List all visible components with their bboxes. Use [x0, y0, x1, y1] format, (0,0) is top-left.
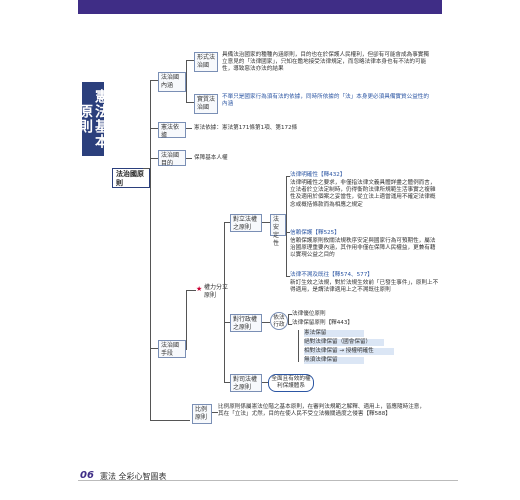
- formal-description: 具備法治國家的種種內涵原則，目的也在於保護人民權利，但卻有可能會成為事實獨立意見…: [222, 52, 429, 73]
- admin-sub-item-3: 無須法律保留: [304, 357, 364, 365]
- admin-item-0: 法律優位原則: [292, 311, 326, 317]
- trunk-line: [150, 80, 151, 420]
- basis-text: 憲法依據：憲法第171條第1項、第172條: [194, 125, 298, 131]
- node-separation-of-powers: 權力分立原則: [204, 284, 229, 299]
- branch-means: 法治國手段: [158, 340, 186, 358]
- footer-divider: [78, 480, 458, 481]
- node-proportionality: 比例原則: [192, 404, 212, 424]
- clarity-title: 法律明確性【釋432】: [290, 172, 346, 178]
- admin-sub-item-2: 相對法律保留 → 授權明確性: [304, 348, 394, 356]
- admin-item-1: 法律保留原則【釋443】: [292, 320, 354, 326]
- purpose-text: 保障基本人權: [194, 155, 228, 161]
- nonretro-title: 法律不溯及既往【釋574、577】: [290, 272, 373, 278]
- node-administrative-principles: 對行政權之原則: [230, 314, 262, 332]
- clarity-text: 法律明確性之要求，非僅指法律文義具體詳盡之體例而言，立法者於立法定制時，仍得衡酌…: [290, 180, 436, 208]
- star-icon: ★: [196, 285, 203, 293]
- root-node: 法治國原則: [112, 168, 150, 188]
- branch-connotation: 法治國內涵: [158, 72, 186, 92]
- proportionality-text: 比例原則係屬憲法位階之基本原則，在審判法規範之解釋、適用上，皆應隨時注意，其在「…: [218, 404, 425, 418]
- branch-purpose: 法治國目的: [158, 150, 186, 167]
- substantive-description: 不單只是國家行為須有法的依據，同時所依據的「法」本身更必須具備實質公益性的內涵: [222, 94, 429, 108]
- node-rights-protection-system: 全面且有效的權利保護體系: [268, 374, 314, 392]
- trust-text: 信賴保護原則攸關法規秩序安定與國家行為可預期性，屬法治國原理重要內涵，其作用非僅…: [290, 238, 436, 259]
- page-number: 06: [80, 470, 94, 481]
- trust-title: 信賴保護【釋525】: [290, 230, 340, 236]
- admin-sub-item-0: 憲法保留: [304, 330, 364, 338]
- node-formal-rule-of-law: 形式法治國: [194, 52, 218, 72]
- node-judicial-principles: 對司法權之原則: [230, 374, 262, 392]
- top-banner: [78, 0, 442, 14]
- nonretro-text: 新訂生效之法規，對於法規生效前「已發生事件」，原則上不得適用，是謂法律適用上之不…: [290, 280, 439, 294]
- node-legislative-principles: 對立法權之原則: [230, 214, 262, 232]
- admin-sub-item-1: 絕對法律保留（國會保留）: [304, 339, 384, 347]
- node-substantive-rule-of-law: 實質法治國: [194, 94, 218, 114]
- node-legal-stability: 法安定性: [270, 214, 286, 247]
- branch-basis: 憲法依據: [158, 122, 186, 139]
- book-title: 憲法 全彩心智圖表: [100, 472, 167, 481]
- page-title: 憲法基本原則: [77, 82, 109, 156]
- node-administration-by-law: 依法行政: [270, 312, 288, 330]
